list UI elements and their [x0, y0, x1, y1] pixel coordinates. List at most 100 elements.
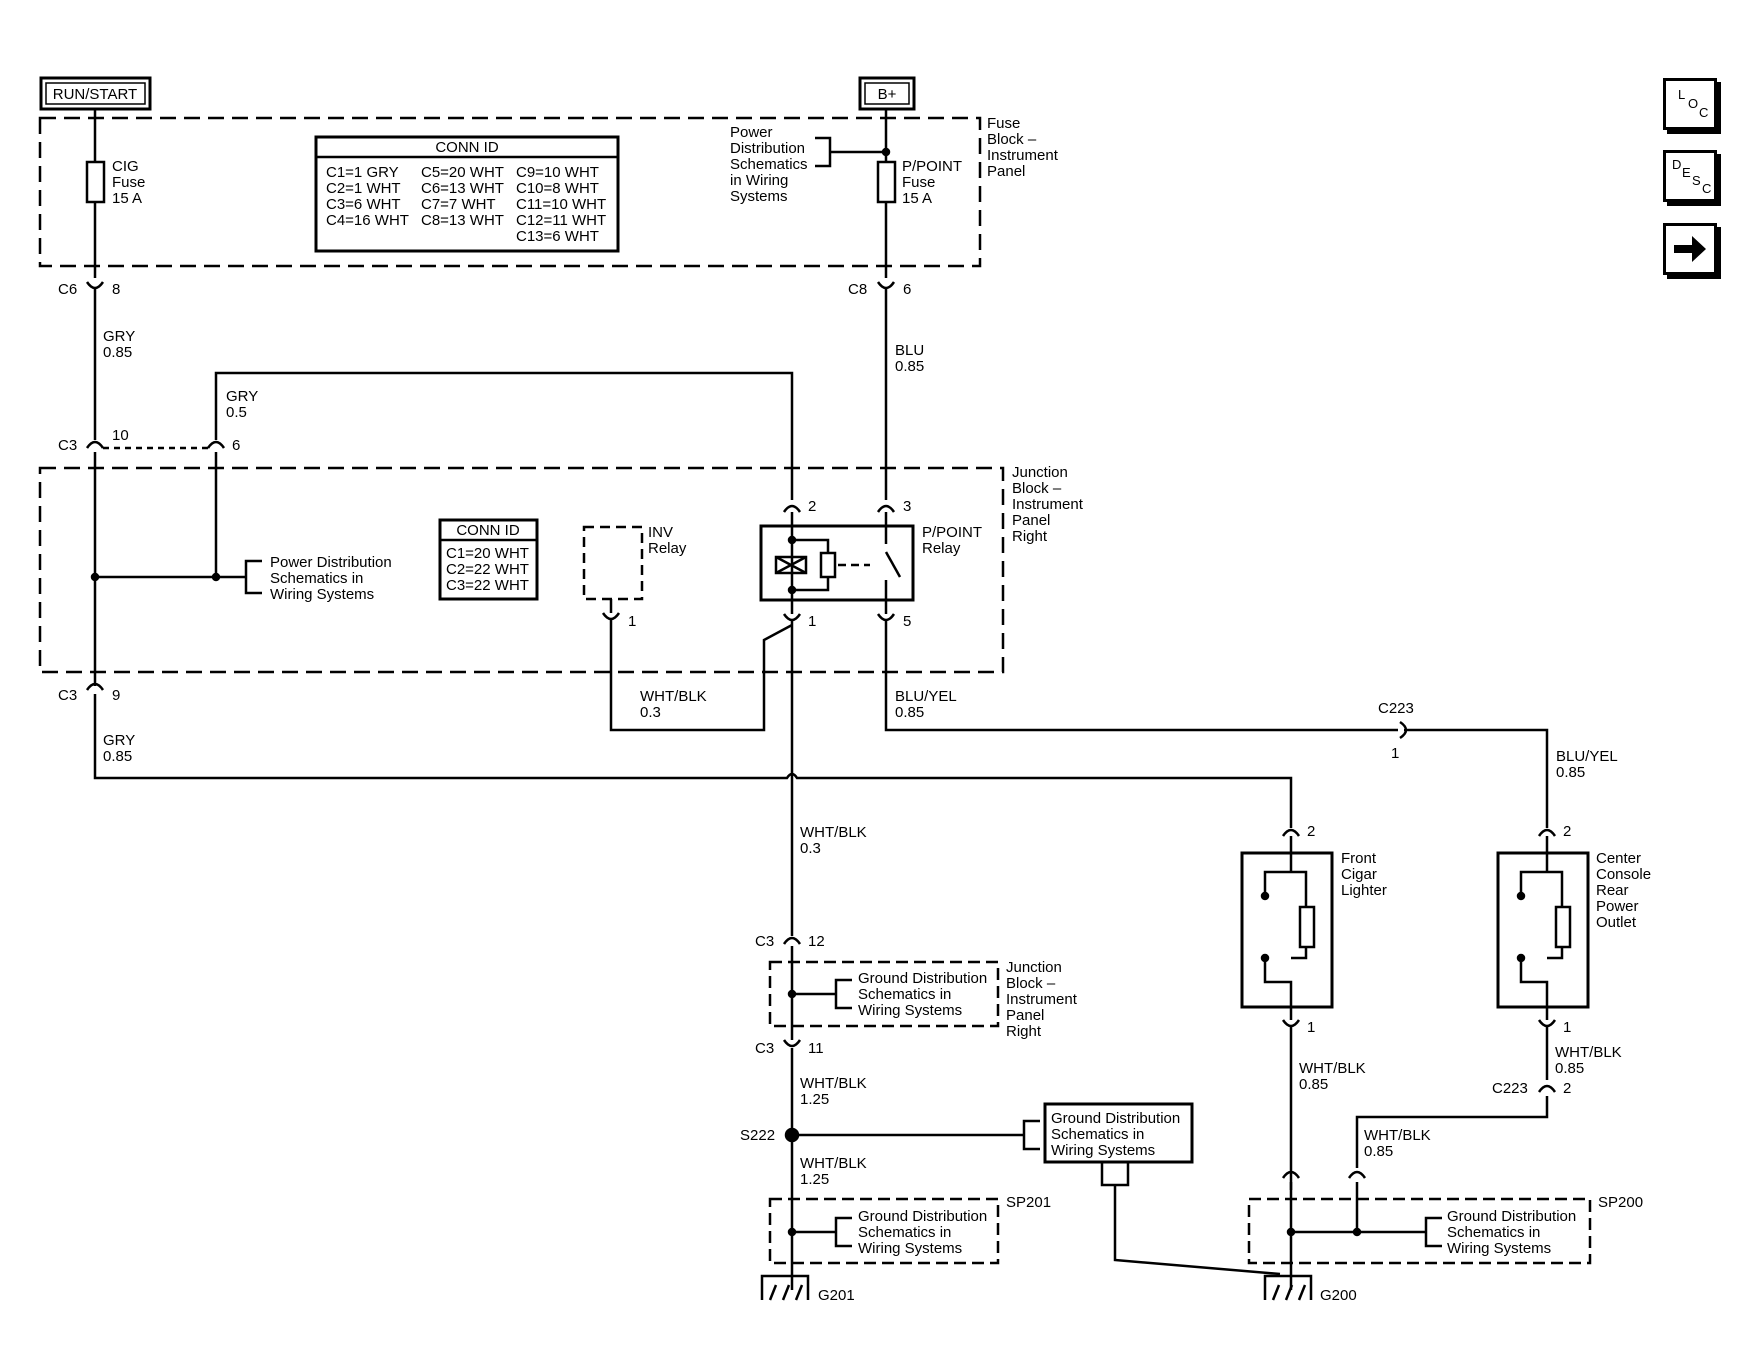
- outlet-dot-1: [1516, 891, 1526, 901]
- wire-whtblk-125b-size: 1.25: [800, 1171, 829, 1188]
- lower-jb-title-4: Panel: [1006, 1007, 1044, 1024]
- ppoint-fuse-symbol: [876, 160, 897, 204]
- g201-ground-symbol: [760, 1274, 810, 1301]
- ppoint-fuse-label-3: 15 A: [902, 190, 932, 207]
- loc-letter-c: C: [1699, 105, 1709, 120]
- fuse-power-dist-4: in Wiring: [730, 172, 788, 189]
- inv-relay-pin1: 1: [628, 613, 636, 630]
- fuse-power-dist-dot: [881, 147, 891, 157]
- relay-pin3-symbol: [876, 504, 896, 513]
- wire-gry-085-color: GRY: [103, 328, 135, 345]
- c3-pin11: 11: [808, 1040, 824, 1057]
- c3-pin12: 12: [808, 933, 825, 950]
- c8-pin: 6: [903, 281, 911, 298]
- fuse-power-dist-3: Schematics: [730, 156, 808, 173]
- wire-whtblk-085a-size: 0.85: [1299, 1076, 1328, 1093]
- cig-fuse-symbol: [85, 160, 106, 204]
- ppoint-fuse-label-1: P/POINT: [902, 158, 962, 175]
- loc-letter-l: L: [1678, 87, 1686, 102]
- sp200-dot-1: [1286, 1227, 1296, 1237]
- fuse-conn-c8: C8=13 WHT: [421, 212, 504, 229]
- c3-pin10-symbol: [85, 440, 105, 449]
- c8-connector-symbol: [876, 281, 896, 290]
- fuse-power-dist-bracket: [815, 136, 886, 168]
- bplus-inner: [864, 82, 910, 105]
- bplus-label: B+: [878, 86, 897, 103]
- wire-gry-085b: [93, 694, 1293, 828]
- wire-whtblk-125a-color: WHT/BLK: [800, 1075, 867, 1092]
- fuse-power-dist-2: Distribution: [730, 140, 805, 157]
- s222-label: S222: [740, 1127, 775, 1144]
- wire-whtblk-085c-color: WHT/BLK: [1364, 1127, 1431, 1144]
- relay-pin5: 5: [903, 613, 911, 630]
- lighter-pin1-symbol: [1281, 1019, 1301, 1028]
- c3-pin9-symbol: [85, 682, 105, 691]
- ppoint-relay-label-1: P/POINT: [922, 524, 982, 541]
- g200-label: G200: [1320, 1287, 1357, 1304]
- s222-gd-3: Wiring Systems: [1051, 1142, 1155, 1159]
- fuse-conn-c9: C9=10 WHT: [516, 164, 599, 181]
- desc-button[interactable]: D E S C: [1663, 150, 1717, 202]
- fuse-conn-c1: C1=1 GRY: [326, 164, 399, 181]
- lighter-outline: [1240, 851, 1334, 1009]
- jb-conn-c2: C2=22 WHT: [446, 561, 529, 578]
- loc-button[interactable]: L O C: [1663, 78, 1717, 130]
- outlet-pin2: 2: [1563, 823, 1571, 840]
- outlet-label-1: Center: [1596, 850, 1641, 867]
- wire-gry-085b-size: 0.85: [103, 748, 132, 765]
- relay-dot-2: [787, 585, 797, 595]
- sp201-label: SP201: [1006, 1194, 1051, 1211]
- s222-gd-2: Schematics in: [1051, 1126, 1144, 1143]
- inv-relay-outline: [582, 525, 644, 601]
- wire-whtblk-03b-color: WHT/BLK: [800, 824, 867, 841]
- lower-jb-title-2: Block –: [1006, 975, 1056, 992]
- c3-label-11: C3: [755, 1040, 774, 1057]
- sp200-outline: [1247, 1197, 1592, 1265]
- ppoint-relay-outline: [759, 524, 915, 602]
- fuse-conn-c5: C5=20 WHT: [421, 164, 504, 181]
- inv-relay-label-2: Relay: [648, 540, 687, 557]
- jb-title-3: Instrument: [1012, 496, 1084, 513]
- lighter-label-1: Front: [1341, 850, 1377, 867]
- lighter-pin2: 2: [1307, 823, 1315, 840]
- c6-connector-symbol: [85, 281, 105, 290]
- outlet-label-5: Outlet: [1596, 914, 1637, 931]
- fuse-block-title-1: Fuse: [987, 115, 1020, 132]
- fuse-conn-c12: C12=11 WHT: [516, 212, 606, 229]
- junction-block-outline: [38, 466, 1005, 674]
- fuse-conn-c7: C7=7 WHT: [421, 196, 496, 213]
- wire-gry-05: [214, 371, 794, 500]
- g201-label: G201: [818, 1287, 855, 1304]
- sp201-dot: [787, 1227, 797, 1237]
- lower-jb-title-1: Junction: [1006, 959, 1062, 976]
- c223-pin1: 1: [1391, 745, 1399, 762]
- outlet-pin1: 1: [1563, 1019, 1571, 1036]
- next-button[interactable]: [1663, 223, 1717, 275]
- fuse-power-dist-1: Power: [730, 124, 773, 141]
- fuse-power-dist-5: Systems: [730, 188, 788, 205]
- fuse-conn-c6: C6=13 WHT: [421, 180, 504, 197]
- jb-splice-dot-2: [211, 572, 221, 582]
- desc-letter-c: C: [1702, 181, 1712, 196]
- wire-bluyel-085b: [1404, 728, 1549, 828]
- c3-label-12: C3: [755, 933, 774, 950]
- fuse-conn-c3: C3=6 WHT: [326, 196, 401, 213]
- outlet-outline: [1496, 851, 1590, 1009]
- c3-pin12-symbol: [782, 936, 802, 945]
- sp201-outline: [768, 1197, 1000, 1265]
- s222-gd-1: Ground Distribution: [1051, 1110, 1180, 1127]
- right-arrow-icon: [1674, 236, 1706, 262]
- sp201-gd-2: Schematics in: [858, 1224, 951, 1241]
- outlet-pin2-symbol: [1537, 828, 1557, 837]
- outlet-label-3: Rear: [1596, 882, 1629, 899]
- wire-whtblk-085b-color: WHT/BLK: [1555, 1044, 1622, 1061]
- jb-splice-dot-1: [90, 572, 100, 582]
- c3-label-mid: C3: [58, 687, 77, 704]
- jb-power-dist-bracket: [244, 559, 262, 595]
- sp200-label: SP200: [1598, 1194, 1643, 1211]
- jb-conn-id-header: CONN ID: [456, 522, 520, 539]
- wire-blu-085-size: 0.85: [895, 358, 924, 375]
- sp201-bracket: [834, 1216, 852, 1248]
- wire-whtblk-085c: [1355, 1096, 1549, 1168]
